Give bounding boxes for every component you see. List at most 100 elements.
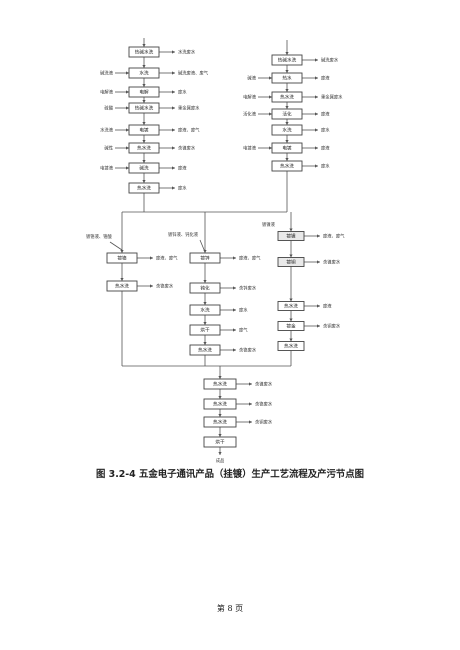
right-output-2: 废液: [321, 75, 330, 82]
arrow-head: [218, 434, 222, 437]
output-arrow-head: [317, 260, 320, 264]
arrow-head: [203, 342, 207, 345]
output-arrow-head: [233, 286, 236, 290]
left-box-7: [128, 162, 160, 174]
branch-a-box-1-label: 镀铬: [117, 255, 127, 262]
left-box-2-label: 水洗: [139, 70, 149, 77]
final-box-1-label: 热水洗: [213, 381, 227, 388]
input-arrow-head: [269, 76, 272, 80]
branch-c-output-3: 废液: [323, 303, 332, 310]
output-arrow-head: [172, 106, 175, 110]
left-box-8: [128, 182, 160, 194]
arrow-head: [218, 414, 222, 417]
left-input-1: 碱洗液: [100, 70, 114, 77]
arrow-head: [285, 140, 289, 143]
branch-c-output-1: 废液、废气: [323, 233, 345, 240]
branch-c-box-1: [277, 231, 305, 241]
input-arrow-head: [126, 146, 129, 150]
arrow-head: [142, 160, 146, 163]
left-output-1: 水洗废水: [178, 49, 196, 56]
right-box-4: [271, 108, 303, 120]
output-arrow-head: [172, 186, 175, 190]
left-input-4: 水洗液: [100, 127, 114, 134]
input-arrow-line: [109, 241, 123, 251]
branch-a-box-2: [106, 280, 138, 292]
branch-b-input-label: 镀锌液、钝化液: [168, 231, 199, 238]
right-output-7: 废水: [321, 163, 330, 170]
branch-b-box-4-label: 烘干: [200, 327, 210, 334]
left-input-6: 电镀液: [100, 165, 114, 172]
branch-b-box-1-label: 镀锌: [200, 255, 210, 262]
right-box-4-label: 活化: [282, 111, 292, 118]
output-arrow-head: [150, 256, 153, 260]
branch-b-output-5: 含铬废水: [239, 347, 257, 354]
input-arrow-head: [269, 95, 272, 99]
branch-a-input-label: 镀铬液、铬酸: [86, 233, 112, 240]
branch-c-box-2: [277, 257, 305, 267]
branch-c-output-2: 含镍废水: [323, 259, 341, 266]
output-arrow-head: [315, 76, 318, 80]
left-box-4-label: 热碱水洗: [135, 105, 154, 112]
arrow-head: [289, 338, 293, 342]
arrow-head: [285, 70, 289, 73]
left-output-8: 废水: [178, 185, 187, 192]
page-number: 第 8 页: [216, 604, 244, 613]
branch-c-box-4: [277, 321, 305, 331]
final-output-3: 含铜废水: [255, 419, 273, 426]
arrow-head: [142, 84, 146, 87]
arrow-head: [203, 280, 207, 283]
branch-b-output-1: 废液、废气: [239, 255, 261, 262]
output-arrow-head: [317, 304, 320, 308]
right-input-2: 电解液: [243, 94, 257, 101]
branch-b-output-3: 废水: [239, 307, 248, 314]
left-input-5: 碱性: [104, 145, 113, 152]
right-box-1-label: 热碱水洗: [278, 57, 297, 64]
output-arrow-head: [172, 50, 175, 54]
branch-b-box-2: [189, 282, 221, 294]
branch-c-box-3-label: 热水洗: [284, 303, 298, 310]
right-box-7-label: 热水洗: [280, 163, 294, 170]
left-output-3: 废水: [178, 89, 187, 96]
arrow-head: [289, 298, 293, 302]
process-flow-diagram: 热碱水洗水洗废水水洗碱洗废液、废气电解废水热碱水洗重金属废水电镀废液、废气热水洗…: [86, 38, 345, 464]
input-arrow-head: [126, 166, 129, 170]
output-arrow-head: [249, 402, 252, 406]
final-box-2: [203, 398, 237, 410]
input-arrow-line: [199, 239, 206, 253]
branch-b-box-2-label: 钝化: [200, 285, 210, 292]
left-box-8-label: 热水洗: [137, 185, 151, 192]
output-arrow-head: [315, 164, 318, 168]
output-arrow-head: [233, 308, 236, 312]
right-output-1: 碱洗废水: [321, 57, 339, 64]
output-arrow-head: [172, 166, 175, 170]
left-box-1: [128, 46, 160, 58]
final-box-3-label: 热水洗: [213, 419, 227, 426]
output-arrow-head: [315, 128, 318, 132]
right-output-3: 重金属废水: [321, 94, 343, 101]
left-box-2: [128, 67, 160, 79]
final-output-1: 含镍废水: [255, 381, 273, 388]
left-output-7: 废液: [178, 165, 187, 172]
right-box-7: [271, 160, 303, 172]
output-arrow-head: [233, 328, 236, 332]
input-arrow-head: [269, 112, 272, 116]
output-arrow-head: [249, 382, 252, 386]
branch-c-box-5-label: 热水洗: [284, 343, 298, 350]
output-arrow-head: [233, 256, 236, 260]
final-box-3: [203, 416, 237, 428]
final-box-4: [203, 436, 237, 448]
left-box-5: [128, 124, 160, 136]
arrow-head: [142, 122, 146, 125]
left-output-2: 碱洗废液、废气: [178, 70, 209, 77]
arrow-head: [218, 452, 222, 455]
final-box-4-label: 烘干: [215, 439, 225, 446]
arrow-head: [142, 44, 146, 47]
arrow-head: [285, 122, 289, 125]
right-output-5: 废水: [321, 127, 330, 134]
output-arrow-head: [315, 95, 318, 99]
arrow-head: [142, 140, 146, 143]
arrow-head: [218, 396, 222, 399]
input-arrow-head: [126, 90, 129, 94]
right-input-4: 电镀液: [243, 145, 257, 152]
left-box-5-label: 电镀: [139, 127, 149, 134]
